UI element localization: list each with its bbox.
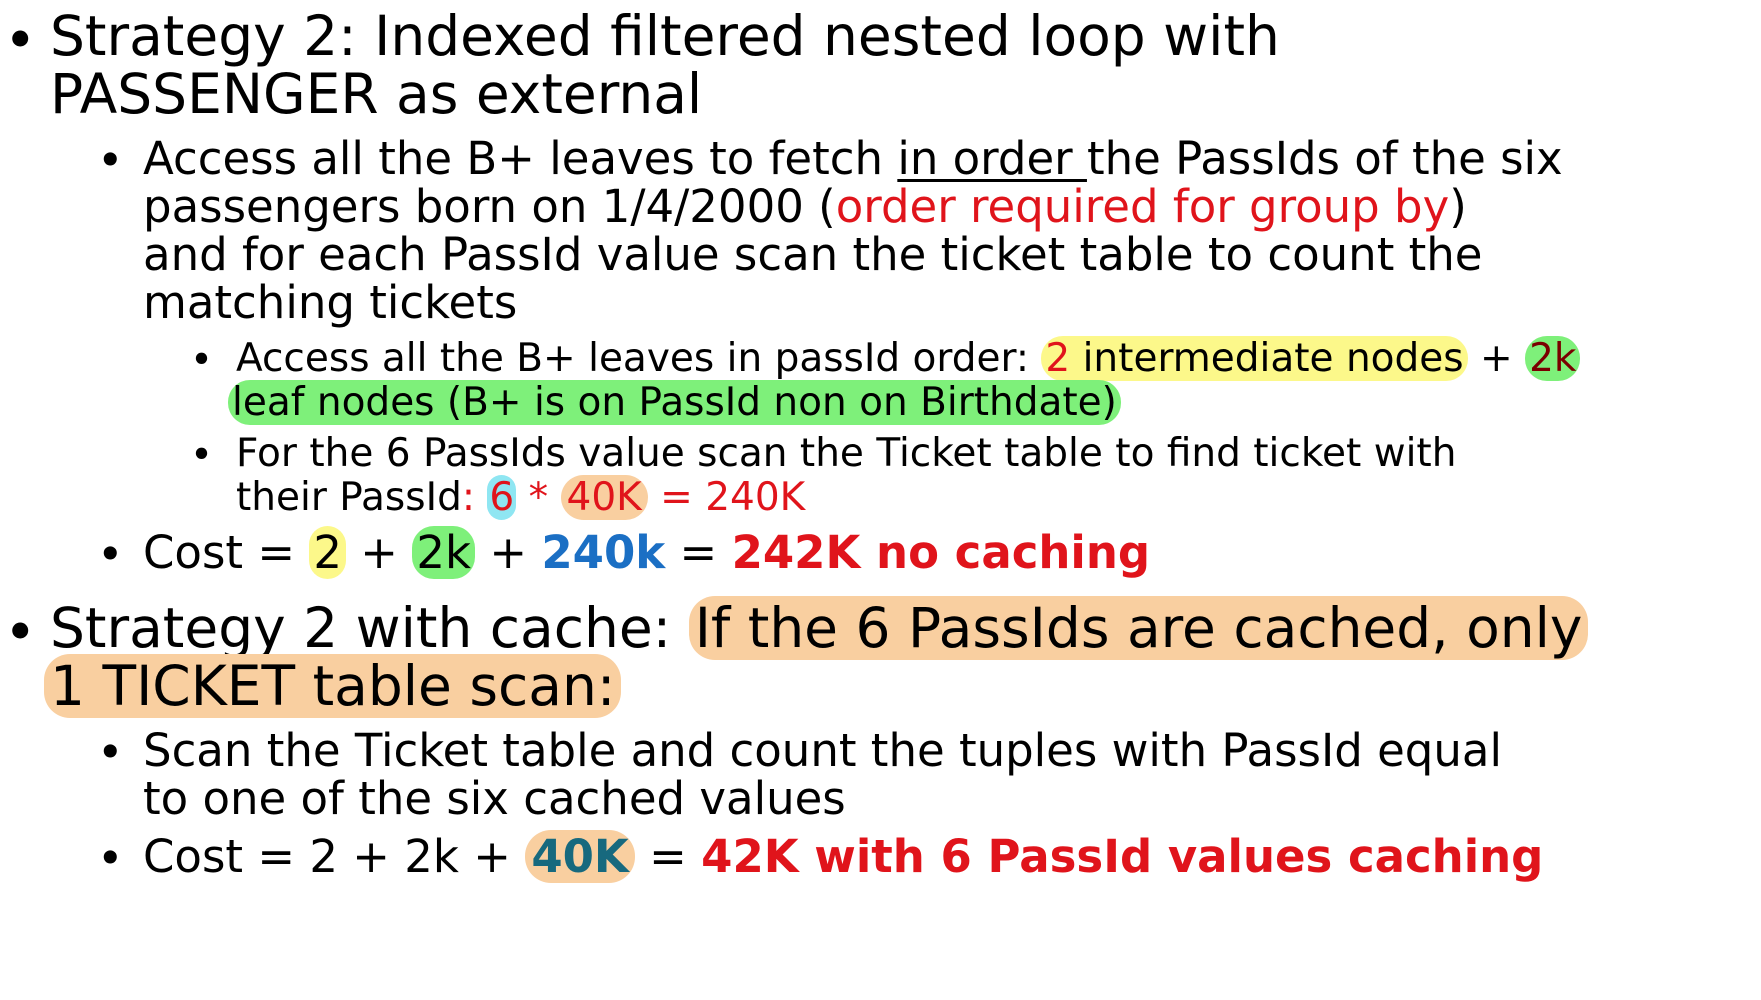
bullet-icon: • bbox=[97, 726, 124, 779]
subsub-bullet-bplus-line1: Access all the B+ leaves in passId order… bbox=[236, 336, 1581, 381]
scan-result: = 240K bbox=[647, 475, 806, 520]
cost-scan-value: 240k bbox=[541, 526, 666, 579]
intermediate-count: 2 bbox=[1045, 336, 1071, 381]
six-count-highlight: 6 bbox=[487, 475, 517, 520]
cost-intermediate-highlight: 2 bbox=[309, 526, 346, 579]
text-span: Strategy 2 with cache: bbox=[50, 596, 689, 660]
subsub-bullet-scan-line1: For the 6 PassIds value scan the Ticket … bbox=[236, 431, 1457, 476]
cache-highlight: 1 TICKET table scan: bbox=[44, 654, 622, 718]
subsub-bullet-bplus-line2: leaf nodes (B+ is on PassId non on Birth… bbox=[228, 380, 1121, 425]
sub-bullet-scan-ticket-line1: Scan the Ticket table and count the tupl… bbox=[143, 724, 1502, 777]
text-span: ) bbox=[1449, 180, 1467, 233]
text-span: passengers born on 1/4/2000 ( bbox=[143, 180, 836, 233]
text-span: + bbox=[346, 526, 413, 579]
bullet-icon: • bbox=[4, 8, 37, 72]
forty-k-highlight: 40K bbox=[560, 475, 648, 520]
text-span: : bbox=[461, 475, 488, 520]
sub-bullet-access-leaves-line2: passengers born on 1/4/2000 (order requi… bbox=[143, 180, 1467, 233]
text-span: the PassIds of the six bbox=[1086, 132, 1563, 185]
text-span: Access all the B+ leaves to fetch bbox=[143, 132, 898, 185]
subsub-bullet-scan-line2: their PassId: 6 * 40K = 240K bbox=[236, 475, 805, 520]
text-span: Cost = bbox=[143, 526, 310, 579]
text-span: + bbox=[475, 526, 542, 579]
cost-result: 42K with 6 PassId values caching bbox=[701, 830, 1544, 883]
cost-40k-highlight: 40K bbox=[525, 830, 635, 883]
text-span: * bbox=[516, 475, 561, 520]
sub-bullet-access-leaves-line3: and for each PassId value scan the ticke… bbox=[143, 228, 1483, 281]
order-required-note: order required for group by bbox=[835, 180, 1450, 233]
text-span: their PassId bbox=[236, 475, 462, 520]
text-span: Cost = 2 + 2k + bbox=[143, 830, 526, 883]
text-span: Access all the B+ leaves in passId order… bbox=[236, 336, 1042, 381]
bullet-icon: • bbox=[97, 528, 124, 581]
sub-bullet-scan-ticket-line2: to one of the six cached values bbox=[143, 772, 846, 825]
text-span: + bbox=[1467, 336, 1526, 381]
bullet-icon: • bbox=[97, 134, 124, 187]
bullet-icon: • bbox=[4, 600, 37, 664]
intermediate-nodes-highlight: 2 intermediate nodes bbox=[1041, 336, 1468, 381]
bullet-icon: • bbox=[190, 338, 214, 383]
leaf-count-highlight: 2k bbox=[1525, 336, 1581, 381]
text-span: = bbox=[665, 526, 732, 579]
leaf-nodes-highlight: leaf nodes (B+ is on PassId non on Birth… bbox=[228, 380, 1121, 425]
sub-bullet-access-leaves-line1: Access all the B+ leaves to fetch in ord… bbox=[143, 132, 1563, 185]
cost-with-caching: Cost = 2 + 2k + 40K = 42K with 6 PassId … bbox=[143, 830, 1543, 883]
bullet-icon: • bbox=[97, 832, 124, 885]
cost-leaf-highlight: 2k bbox=[412, 526, 476, 579]
strategy-2-cache-heading-line2: 1 TICKET table scan: bbox=[44, 654, 622, 718]
strategy-2-cache-heading-line1: Strategy 2 with cache: If the 6 PassIds … bbox=[50, 596, 1589, 660]
underlined-in-order: in order bbox=[897, 132, 1087, 185]
text-span: = bbox=[634, 830, 702, 883]
text-span: intermediate nodes bbox=[1070, 336, 1464, 381]
strategy-2-heading-line1: Strategy 2: Indexed filtered nested loop… bbox=[50, 4, 1280, 68]
cache-highlight: If the 6 PassIds are cached, only bbox=[688, 596, 1589, 660]
cost-result: 242K no caching bbox=[731, 526, 1151, 579]
sub-bullet-access-leaves-line4: matching tickets bbox=[143, 276, 518, 329]
cost-no-caching: Cost = 2 + 2k + 240k = 242K no caching bbox=[143, 526, 1150, 579]
bullet-icon: • bbox=[190, 433, 214, 478]
strategy-2-heading-line2: PASSENGER as external bbox=[50, 62, 703, 126]
